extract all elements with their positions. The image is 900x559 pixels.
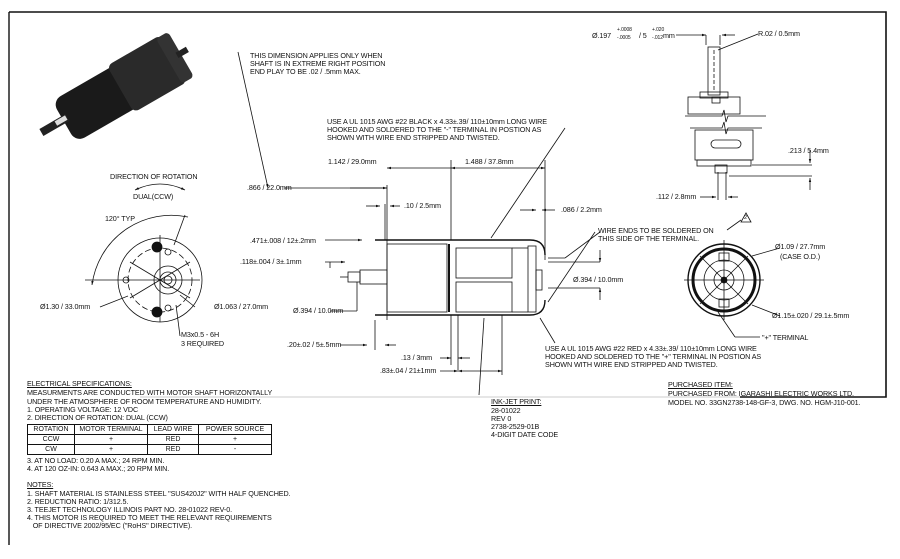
- thread-qty: 3 REQUIRED: [181, 339, 224, 348]
- dim-radius: R.02 / 0.5mm: [758, 29, 800, 38]
- shaft-dia: Ø.197: [592, 31, 612, 41]
- rotation-table: ROTATION MOTOR TERMINAL LEAD WIRE POWER …: [27, 424, 272, 455]
- inkjet-line: 4-DIGIT DATE CODE: [491, 430, 559, 439]
- table-row: CCW + RED +: [27, 434, 272, 445]
- dim-086: .086 / 2.2mm: [561, 205, 602, 214]
- red-wire-note-2: HOOKED AND SOLDERED TO THE "+" TERMINAL …: [545, 352, 762, 361]
- dim-010: .10 / 2.5mm: [404, 201, 441, 210]
- wire-ends-note-1: WIRE ENDS TO BE SOLDERED ON: [598, 226, 714, 235]
- rotation-direction: DUAL(CCW): [133, 192, 174, 201]
- header-lead-wire: LEAD WIRE: [147, 424, 199, 435]
- model-number: MODEL NO. 33GN2738-148-GF-3, DWG. NO. HG…: [668, 398, 861, 407]
- dim-112: .112 / 2.8mm: [656, 192, 697, 201]
- inkjet-title: INK-JET PRINT:: [491, 397, 542, 406]
- motor-photo: [39, 33, 193, 139]
- cell: -: [198, 444, 272, 455]
- shaft-mm-value: 5: [642, 31, 647, 40]
- table-row: CW + RED -: [27, 444, 272, 455]
- header-rotation: ROTATION: [27, 424, 75, 435]
- revision-mark: 2: [744, 215, 747, 221]
- black-wire-note-2: HOOKED AND SOLDERED TO THE "-" TERMINAL …: [327, 125, 542, 134]
- sheet-border: [9, 11, 887, 398]
- red-wire-note-1: USE A UL 1015 AWG #22 RED x 4.33±.39/ 11…: [545, 344, 757, 353]
- notes-title: NOTES:: [27, 480, 54, 489]
- dim-118: .118±.004 / 3±.1mm: [240, 257, 302, 266]
- wire-ends-note-2: THIS SIDE OF THE TERMINAL.: [598, 234, 699, 243]
- black-wire-note-1: USE A UL 1015 AWG #22 BLACK x 4.33±.39/ …: [327, 117, 547, 126]
- cell: CCW: [27, 434, 75, 445]
- black-wire-note-3: SHOWN WITH WIRE END STRIPPED AND TWISTED…: [327, 133, 500, 142]
- table-header-row: ROTATION MOTOR TERMINAL LEAD WIRE POWER …: [27, 424, 272, 435]
- plus-terminal-label: "+" TERMINAL: [762, 333, 809, 342]
- note-line: 4. THIS MOTOR IS REQUIRED TO MEET THE RE…: [27, 513, 272, 522]
- dim-flange: Ø1.15±.020 / 29.1±.5mm: [772, 311, 850, 320]
- inkjet-line: 2738-2529-01B: [491, 422, 540, 431]
- cell: +: [74, 434, 148, 445]
- end-play-note-1: THIS DIMENSION APPLIES ONLY WHEN: [250, 51, 383, 60]
- no-load-spec: 3. AT NO LOAD: 0.20 A MAX.; 24 RPM MIN.: [27, 456, 165, 465]
- dim-1488: 1.488 / 37.8mm: [465, 157, 514, 166]
- end-play-note-3: END PLAY TO BE .02 / .5mm MAX.: [250, 67, 361, 76]
- cell: CW: [27, 444, 75, 455]
- shaft-tol-minus: -.0005: [617, 35, 631, 41]
- shaft-unit: mm: [663, 31, 675, 40]
- shaft-mm: / 5: [639, 31, 647, 40]
- dim-394-left: Ø.394 / 10.0mm: [293, 306, 344, 315]
- inkjet-line: REV 0: [491, 414, 512, 423]
- dim-083: .83±.04 / 21±1mm: [380, 366, 437, 375]
- dim-1142: 1.142 / 29.0mm: [328, 157, 377, 166]
- dim-394-right: Ø.394 / 10.0mm: [573, 275, 624, 284]
- dim-213: .213 / 5.4mm: [788, 146, 829, 155]
- dim-bolt-circle: Ø1.063 / 27.0mm: [214, 302, 269, 311]
- purchased-title: PURCHASED ITEM:: [668, 380, 733, 389]
- case-od-note: (CASE O.D.): [780, 252, 821, 261]
- shaft-mm-plus: +.020: [652, 27, 665, 33]
- note-line: 2. REDUCTION RATIO: 1/312.5.: [27, 497, 129, 506]
- dim-case-od: Ø1.09 / 27.7mm: [775, 242, 826, 251]
- note-line: 3. TEEJET TECHNOLOGY ILLINOIS PART NO. 2…: [27, 505, 232, 514]
- note-line: 1. SHAFT MATERIAL IS STAINLESS STEEL "SU…: [27, 489, 291, 498]
- load-spec: 4. AT 120 OZ-IN: 0.643 A MAX.; 20 RPM MI…: [27, 464, 170, 473]
- cell: +: [74, 444, 148, 455]
- note-line: OF DIRECTIVE 2002/95/EC ("RoHS" DIRECTIV…: [27, 521, 193, 530]
- header-motor-terminal: MOTOR TERMINAL: [74, 424, 148, 435]
- inkjet-line: 28-01022: [491, 406, 521, 415]
- dim-020: .20±.02 / 5±.5mm: [287, 340, 342, 349]
- dim-471: .471±.008 / 12±.2mm: [250, 236, 316, 245]
- cell: RED: [147, 444, 199, 455]
- shaft-tol-plus: +.0008: [617, 27, 632, 33]
- cell: RED: [147, 434, 199, 445]
- electrical-title: ELECTRICAL SPECIFICATIONS:: [27, 379, 132, 388]
- rotation-direction-spec: 2. DIRECTION OF ROTATION: DUAL (CCW): [27, 413, 168, 422]
- header-power-source: POWER SOURCE: [198, 424, 272, 435]
- purchased-from: PURCHASED FROM: IGARASHI ELECTRIC WORKS …: [668, 389, 854, 398]
- dim-outer-diameter: Ø1.30 / 33.0mm: [40, 302, 91, 311]
- angle-label: 120° TYP: [105, 214, 135, 223]
- operating-voltage: 1. OPERATING VOLTAGE: 12 VDC: [27, 405, 139, 414]
- end-play-note-2: SHAFT IS IN EXTREME RIGHT POSITION: [250, 59, 386, 68]
- red-wire-note-3: SHOWN WITH WIRE END STRIPPED AND TWISTED…: [545, 360, 718, 369]
- electrical-intro-1: MEASURMENTS ARE CONDUCTED WITH MOTOR SHA…: [27, 388, 273, 397]
- dim-866: .866 / 22.0mm: [247, 183, 292, 192]
- cell: +: [198, 434, 272, 445]
- electrical-intro-2: UNDER THE ATMOSPHERE OF ROOM TEMPERATURE…: [27, 397, 262, 406]
- dim-013: .13 / 3mm: [401, 353, 433, 362]
- shaft-dia-value: Ø.197: [592, 31, 612, 40]
- shaft-mm-minus: -.012: [652, 35, 663, 41]
- thread-spec: M3x0.5 - 6H: [181, 330, 220, 339]
- rotation-title: DIRECTION OF ROTATION: [110, 172, 198, 181]
